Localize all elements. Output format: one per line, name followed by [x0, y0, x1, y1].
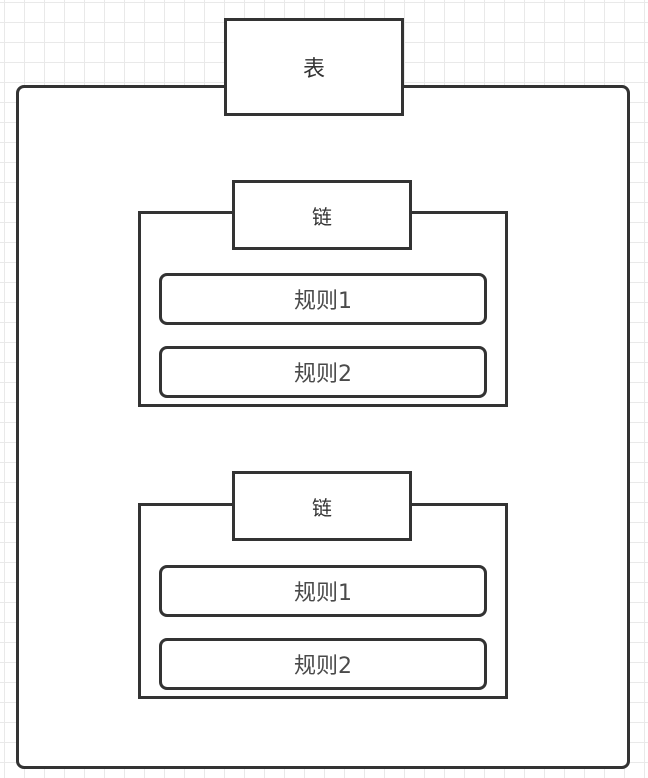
chain-1-rule-2: 规则2: [159, 346, 487, 398]
table-title: 表: [224, 18, 404, 116]
chain-title-2: 链: [232, 471, 412, 541]
chain-2-rule-1: 规则1: [159, 565, 487, 617]
chain-1-rule-1: 规则1: [159, 273, 487, 325]
chain-title-1: 链: [232, 180, 412, 250]
chain-2-rule-2: 规则2: [159, 638, 487, 690]
